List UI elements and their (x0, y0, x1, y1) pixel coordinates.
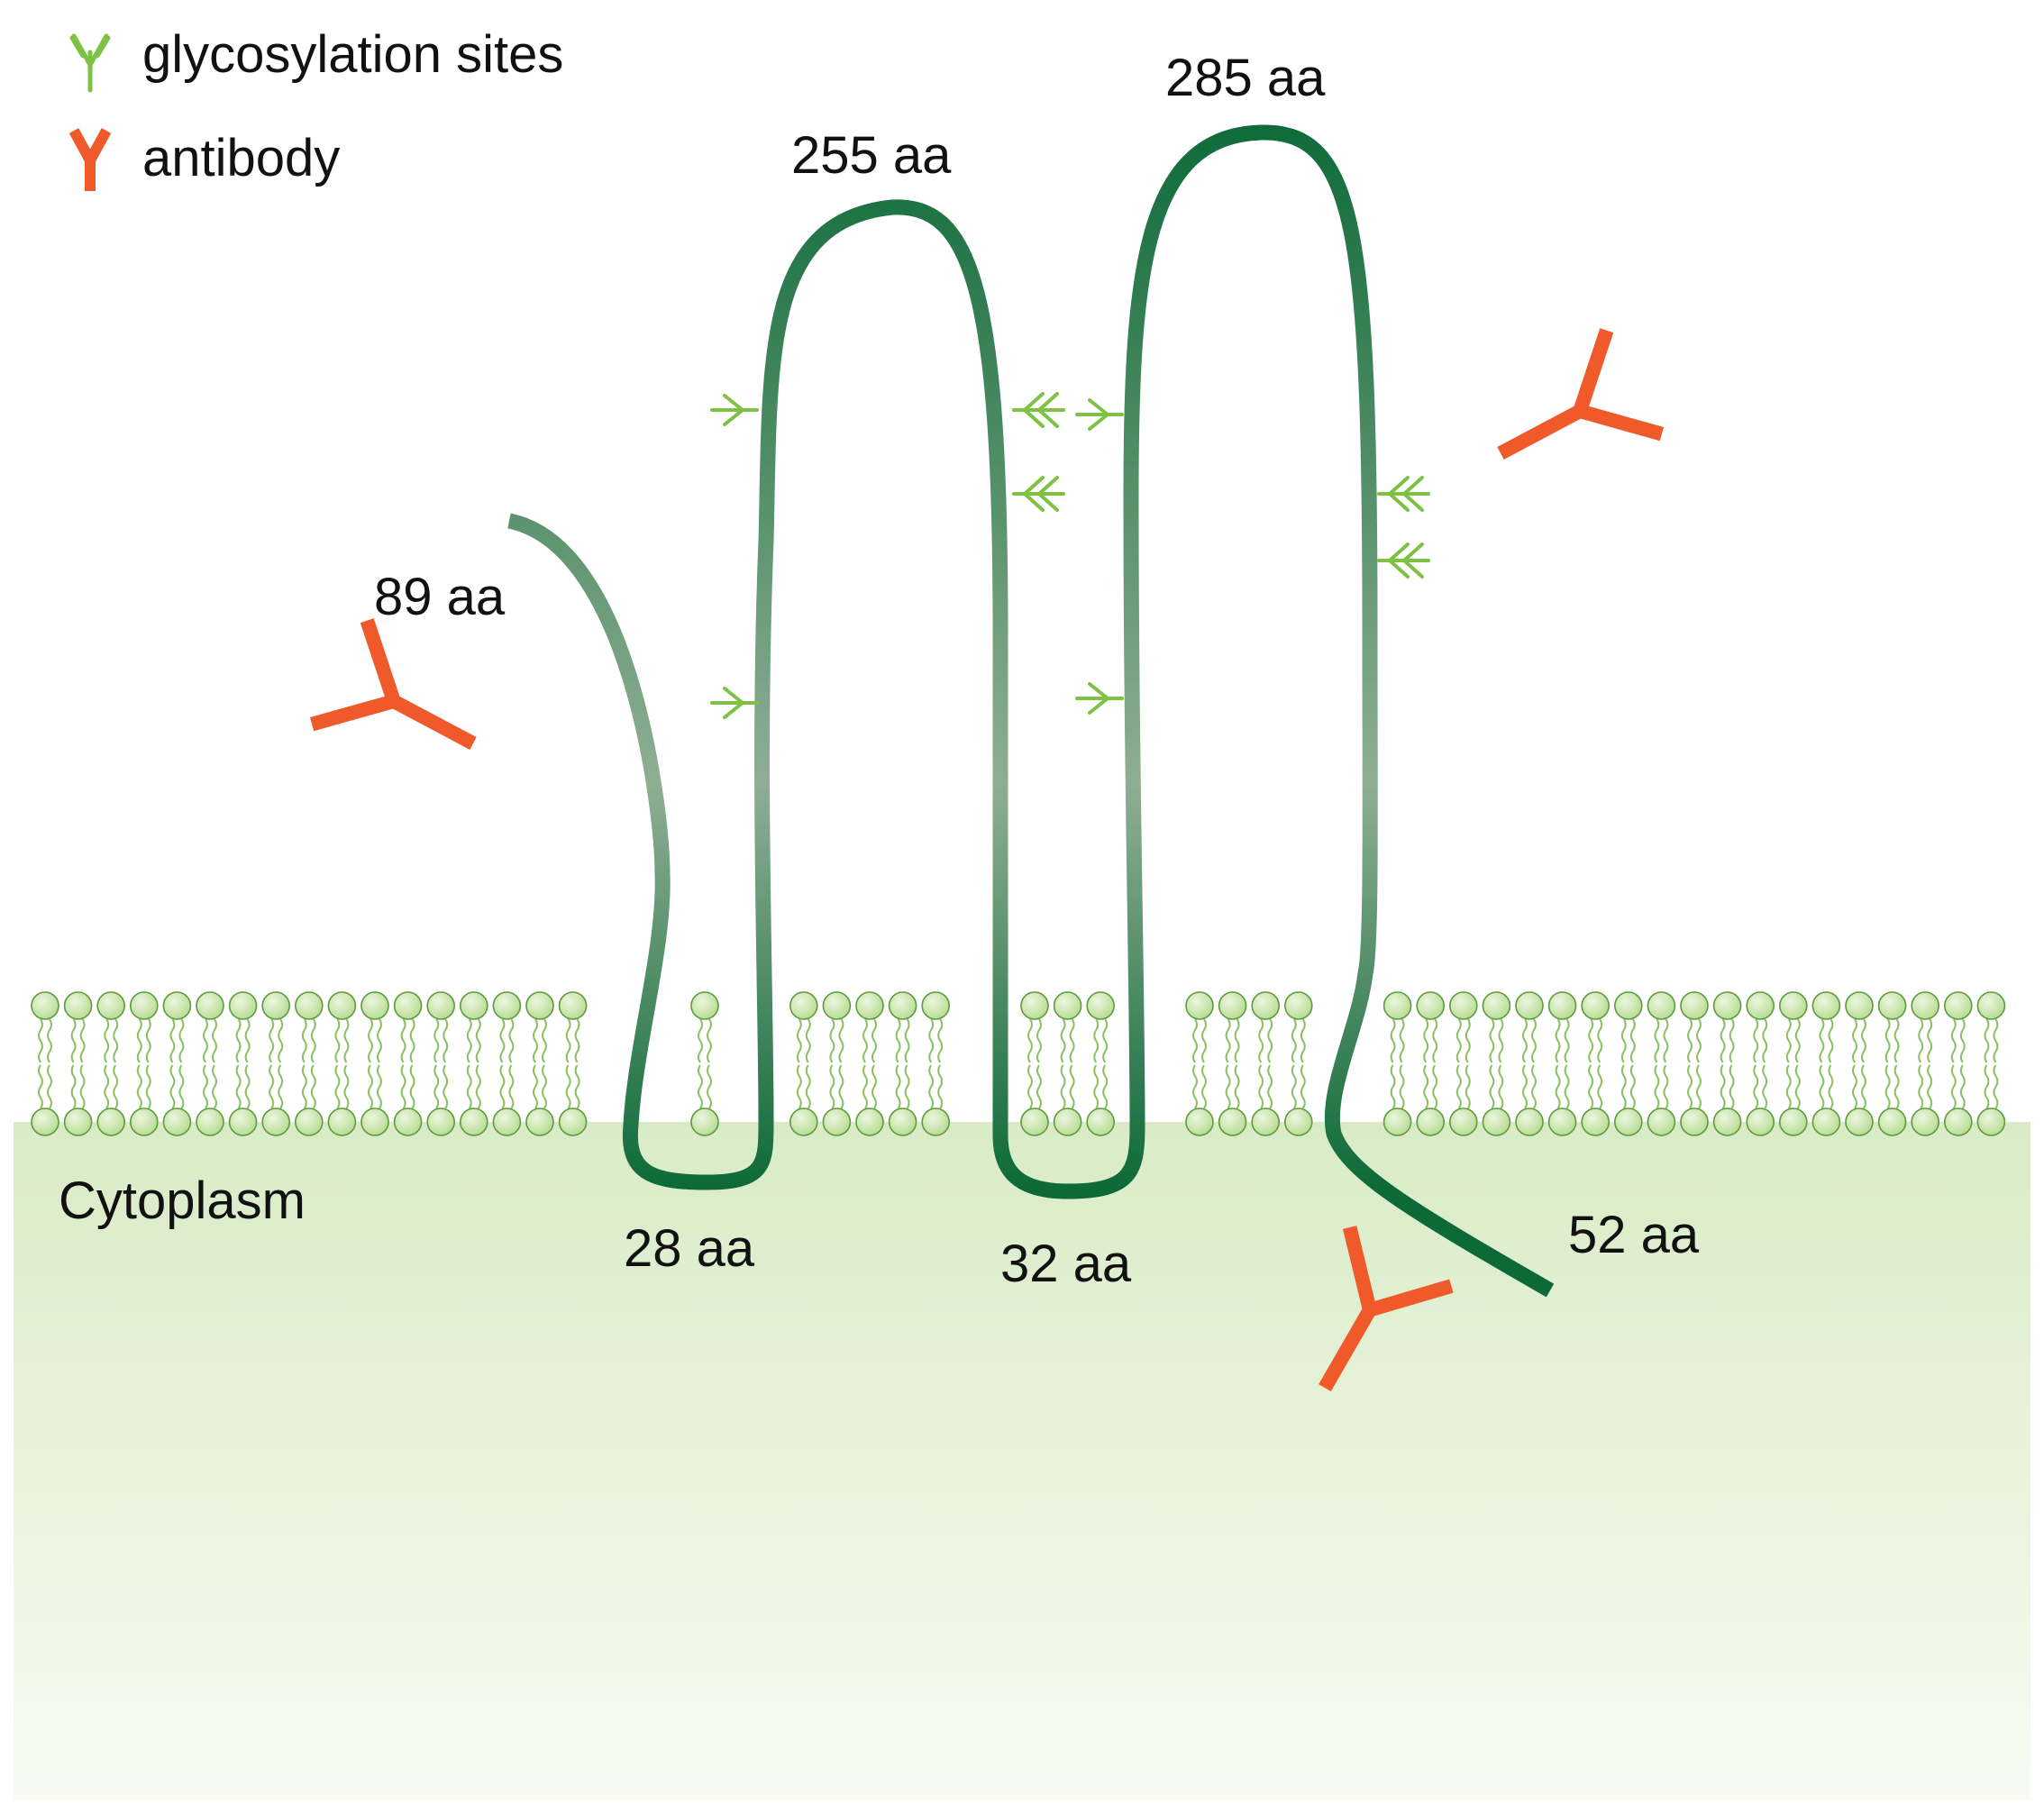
lipid-molecule (921, 991, 950, 1136)
antibody-icon (1497, 328, 1665, 460)
lipid-molecule (1251, 991, 1280, 1136)
lipid-molecule (1218, 991, 1247, 1136)
glycosylation-site-icon (1075, 398, 1124, 431)
label-loop-1: 255 aa (791, 126, 952, 185)
lipid-molecule (1416, 991, 1445, 1136)
glycosylation-site-icon (1377, 476, 1430, 512)
cytoplasm-region (14, 1122, 2030, 1800)
legend: glycosylation sites antibody (68, 25, 563, 191)
lipid-molecule (1712, 991, 1742, 1136)
lipid-molecule (1449, 991, 1478, 1136)
lipid-molecule (1680, 991, 1709, 1136)
lipid-molecule (63, 991, 93, 1136)
lipid-molecule (855, 991, 884, 1136)
label-loop-2: 285 aa (1165, 49, 1326, 107)
lipid-molecule (393, 991, 423, 1136)
lipid-molecule (196, 991, 224, 1136)
lipid-molecule (822, 991, 852, 1136)
lipid-molecule (1976, 991, 2006, 1136)
lipid-molecule (525, 991, 554, 1136)
antibodies (309, 328, 1665, 1391)
glycosylation-site-icon (1012, 392, 1065, 428)
cytoplasm-label: Cytoplasm (59, 1171, 306, 1230)
glycosylation-site-icon (1012, 476, 1065, 512)
lipid-molecule (96, 991, 125, 1136)
lipid-molecule (1911, 991, 1939, 1136)
lipid-molecule (261, 991, 291, 1136)
glycosylation-site-icon (710, 394, 759, 426)
lipid-molecule (1811, 991, 1841, 1136)
lipid-molecule (1845, 991, 1874, 1136)
lipid-molecule (1053, 991, 1082, 1136)
lipid-molecule (1482, 991, 1511, 1136)
label-intracellular-2: 32 aa (1000, 1235, 1132, 1293)
antibody-icon (68, 128, 112, 191)
label-c-terminus: 52 aa (1568, 1206, 1700, 1264)
lipid-molecule (558, 991, 588, 1136)
lipid-molecule (1581, 991, 1610, 1136)
glycosylation-site-icon (710, 687, 759, 719)
protein-chain (506, 124, 1555, 1298)
lipid-molecule (31, 991, 59, 1136)
lipid-molecule (1779, 991, 1808, 1136)
lipid-molecule (228, 991, 258, 1136)
lipid-molecule (1944, 991, 1973, 1136)
lipid-bilayer (31, 991, 2006, 1136)
lipid-molecule (1185, 991, 1214, 1136)
lipid-molecule (1547, 991, 1577, 1136)
lipid-molecule (690, 991, 719, 1136)
legend-antibody-label: antibody (142, 129, 340, 187)
lipid-molecule (1877, 991, 1907, 1136)
glycosylation-site-icon (69, 33, 111, 93)
antibody-icon (309, 618, 477, 750)
antibody-icon (1319, 1226, 1454, 1391)
lipid-molecule (459, 991, 488, 1136)
lipid-molecule (1746, 991, 1775, 1136)
glycosylation-site-icon (1377, 542, 1430, 579)
lipid-molecule (294, 991, 324, 1136)
label-intracellular-1: 28 aa (624, 1219, 755, 1278)
lipid-molecule (1020, 991, 1049, 1136)
lipid-molecule (1382, 991, 1412, 1136)
lipid-molecule (1086, 991, 1115, 1136)
lipid-molecule (426, 991, 456, 1136)
glycosylation-site-icon (1075, 682, 1124, 715)
lipid-molecule (327, 991, 357, 1136)
label-n-terminus: 89 aa (374, 568, 506, 626)
lipid-molecule (162, 991, 192, 1136)
lipid-molecule (888, 991, 917, 1136)
lipid-molecule (130, 991, 159, 1136)
lipid-molecule (1647, 991, 1676, 1136)
glycosylation-sites (710, 392, 1430, 719)
lipid-molecule (492, 991, 522, 1136)
lipid-molecule (1614, 991, 1643, 1136)
lipid-molecule (1515, 991, 1544, 1136)
lipid-molecule (360, 991, 389, 1136)
lipid-molecule (789, 991, 818, 1136)
legend-glycosylation-label: glycosylation sites (142, 25, 563, 84)
lipid-molecule (1284, 991, 1313, 1136)
